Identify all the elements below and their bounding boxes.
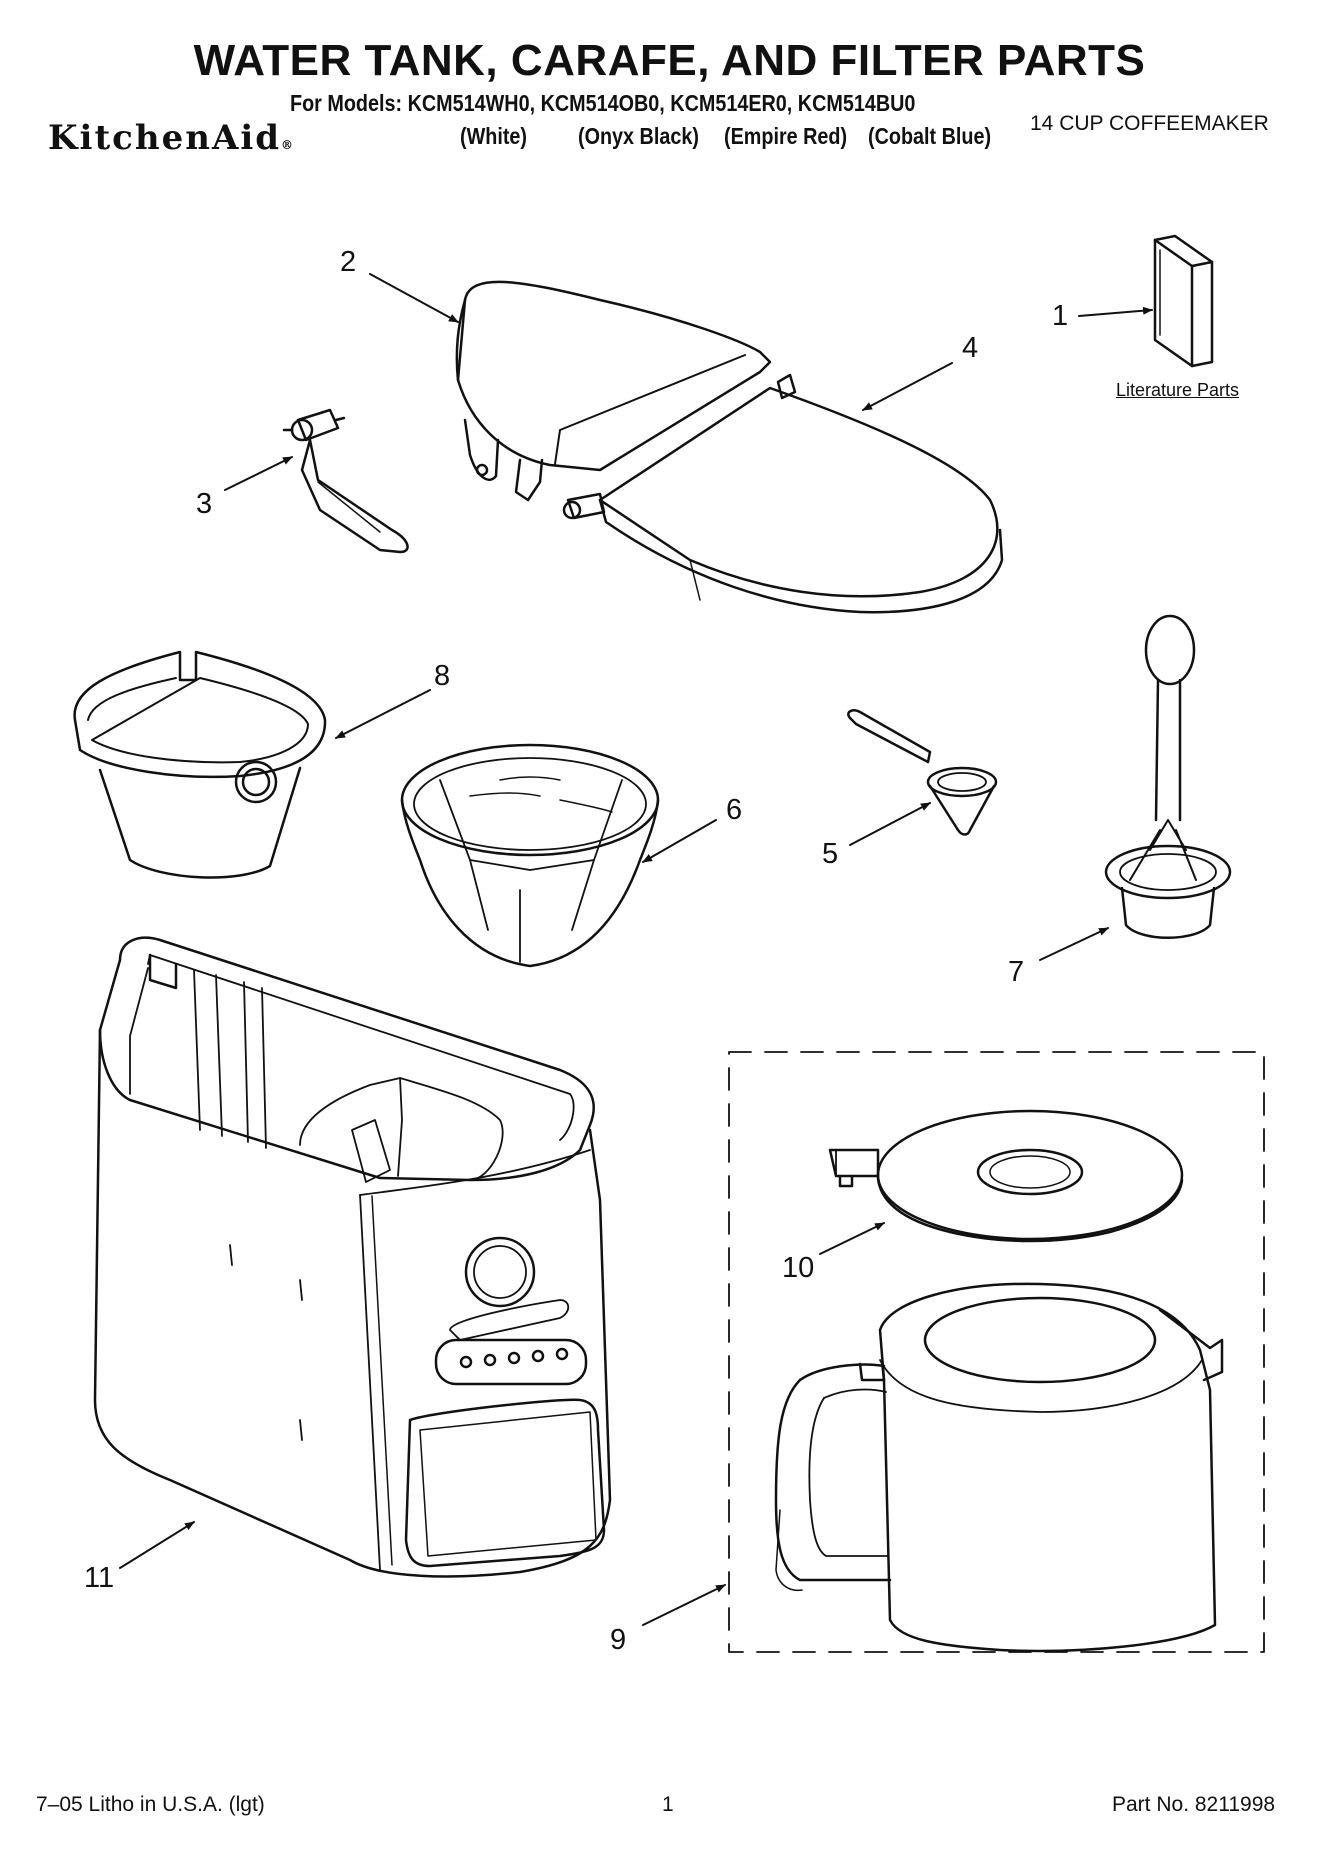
arrow-7 [1040, 928, 1108, 960]
color-white: (White) [460, 123, 528, 149]
page-title: WATER TANK, CARAFE, AND FILTER PARTS [193, 36, 1146, 85]
arrow-9 [643, 1585, 725, 1625]
lever-arm-part-3 [284, 410, 408, 552]
arrow-11 [120, 1522, 194, 1568]
literature-parts-label: Literature Parts [1116, 380, 1240, 400]
leader-arrows [120, 274, 1152, 1625]
measuring-scoop-part-5 [848, 710, 996, 834]
footer-litho: 7–05 Litho in U.S.A. (lgt) [36, 1793, 265, 1816]
hinged-lid-part-4 [564, 375, 1002, 612]
callout-3: 3 [196, 488, 213, 520]
brand-logo: KitchenAid® [48, 118, 295, 158]
color-onyx-black: (Onyx Black) [578, 123, 699, 149]
footer-page-number: 1 [662, 1793, 674, 1816]
carafe-part-9 [776, 1284, 1222, 1651]
callout-8: 8 [434, 660, 451, 692]
product-name: 14 CUP COFFEEMAKER [1030, 112, 1269, 135]
models-line: For Models: KCM514WH0, KCM514OB0, KCM514… [290, 90, 916, 116]
registered-mark: ® [281, 138, 296, 152]
filter-basket-holder-part-8 [75, 652, 325, 877]
arrow-5 [850, 803, 930, 845]
callout-7: 7 [1008, 956, 1025, 988]
callout-5: 5 [822, 838, 839, 870]
filter-basket-part-6 [402, 745, 658, 966]
carafe-lid-part-10 [830, 1111, 1182, 1241]
callout-2: 2 [340, 246, 357, 278]
arrow-4 [863, 363, 952, 410]
footer-part-number: Part No. 8211998 [1112, 1793, 1276, 1816]
arrow-2 [370, 274, 458, 322]
color-empire-red: (Empire Red) [724, 123, 848, 149]
literature-booklet-part-1 [1155, 236, 1212, 366]
arrow-8 [336, 690, 430, 738]
callout-10: 10 [782, 1252, 815, 1284]
callout-11: 11 [84, 1562, 115, 1594]
water-tank-housing-part-11 [95, 938, 610, 1577]
callout-1: 1 [1052, 300, 1069, 332]
callout-4: 4 [962, 332, 979, 364]
callout-9: 9 [610, 1624, 627, 1656]
coffee-tamper-part-7 [1106, 616, 1230, 938]
arrow-3 [225, 457, 292, 490]
reservoir-lid-part-2 [457, 282, 770, 500]
brand-name: KitchenAid [48, 118, 282, 158]
carafe-assembly-box [729, 1052, 1264, 1652]
arrow-6 [643, 820, 716, 862]
callout-6: 6 [726, 794, 743, 826]
arrow-1 [1079, 306, 1152, 316]
arrow-10 [820, 1223, 884, 1254]
color-cobalt-blue: (Cobalt Blue) [868, 123, 992, 149]
